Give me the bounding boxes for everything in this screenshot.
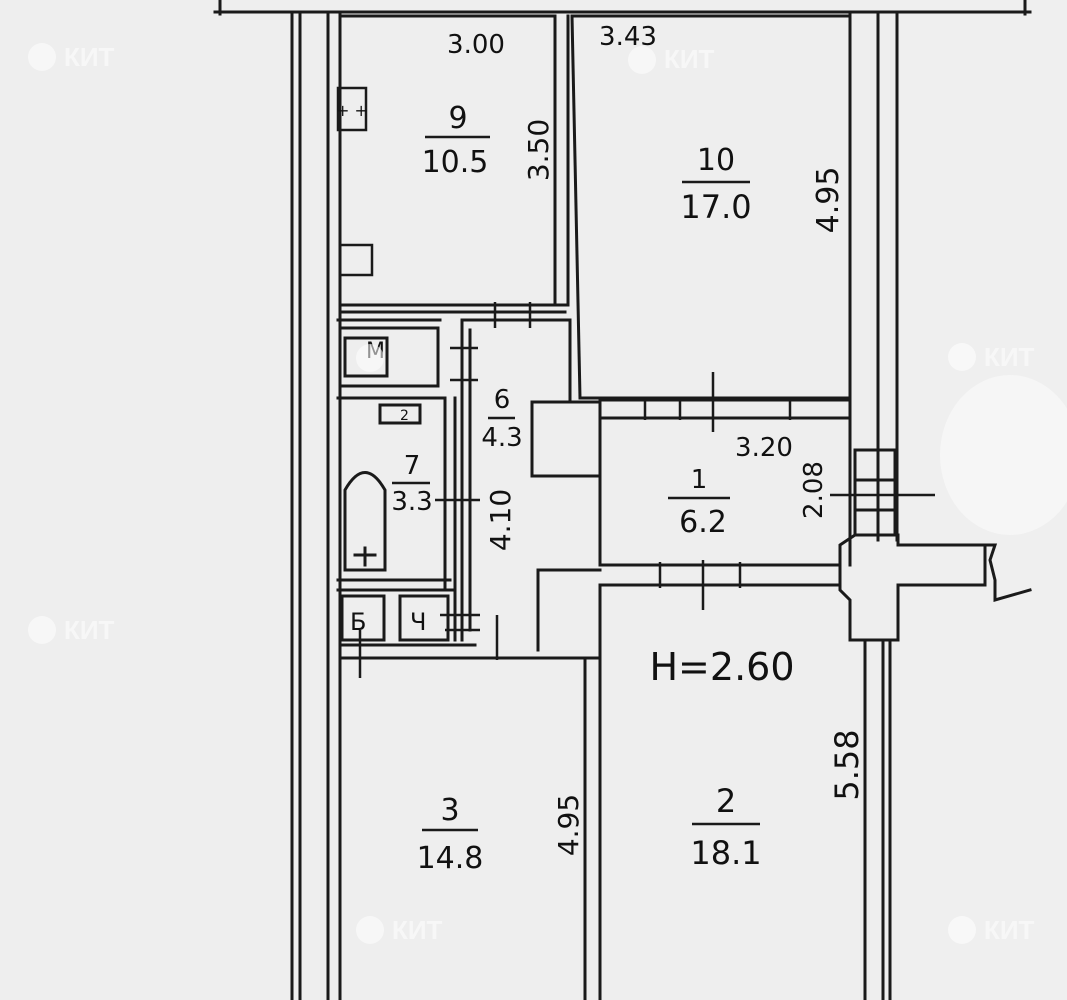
svg-text:КИТ: КИТ [392, 915, 443, 945]
dim-room10-length: 4.95 [811, 167, 846, 234]
watermark-logo: КИТ [948, 915, 1035, 945]
watermark-logo: КИТ [628, 44, 715, 74]
room-1-number: 1 [691, 465, 708, 495]
toilet-label: Б [350, 608, 366, 636]
dim-room2-length: 5.58 [828, 729, 866, 800]
dim-room10-width: 3.43 [599, 22, 657, 52]
svg-text:КИТ: КИТ [64, 42, 115, 72]
svg-text:КИТ: КИТ [984, 342, 1035, 372]
watermark-logo: КИТ [28, 42, 115, 72]
room-9-number: 9 [448, 101, 467, 136]
dim-room3-length: 4.95 [552, 794, 585, 856]
bathroom-marker: 2 [400, 408, 409, 424]
svg-text:КИТ: КИТ [984, 915, 1035, 945]
dim-corridor-length: 4.10 [484, 489, 517, 551]
room-1-area: 6.2 [679, 505, 727, 540]
svg-text:КИТ: КИТ [64, 615, 115, 645]
room-7-area: 3.3 [391, 487, 432, 517]
closet-label: Ч [410, 608, 426, 636]
dim-room9-length: 3.50 [522, 119, 555, 181]
room-6-area: 4.3 [481, 423, 522, 453]
room-2-area: 18.1 [690, 834, 761, 872]
dim-room9-width: 3.00 [447, 30, 505, 60]
room-10-number: 10 [697, 143, 735, 178]
ceiling-height-label: H=2.60 [649, 645, 794, 689]
room-10-area: 17.0 [680, 188, 751, 226]
watermark-logo [356, 344, 384, 372]
room-6-number: 6 [494, 385, 511, 415]
dim-room1-length: 2.08 [799, 461, 829, 519]
dim-room1-width: 3.20 [735, 433, 793, 463]
room-2-number: 2 [716, 782, 736, 820]
stove-icon [336, 86, 368, 132]
watermark-logo: КИТ [28, 615, 115, 645]
watermark-logo: КИТ [948, 342, 1035, 372]
room-7-number: 7 [404, 451, 421, 481]
sink-icon [338, 243, 374, 277]
room-3-area: 14.8 [417, 841, 484, 876]
watermark-group: КИТ КИТ КИТ КИТ КИТ КИТ [28, 42, 1035, 945]
room-3-number: 3 [440, 793, 459, 828]
watermark-logo: КИТ [356, 915, 443, 945]
svg-text:КИТ: КИТ [664, 44, 715, 74]
stove-label: + + [336, 101, 368, 120]
room-9-area: 10.5 [422, 145, 489, 180]
